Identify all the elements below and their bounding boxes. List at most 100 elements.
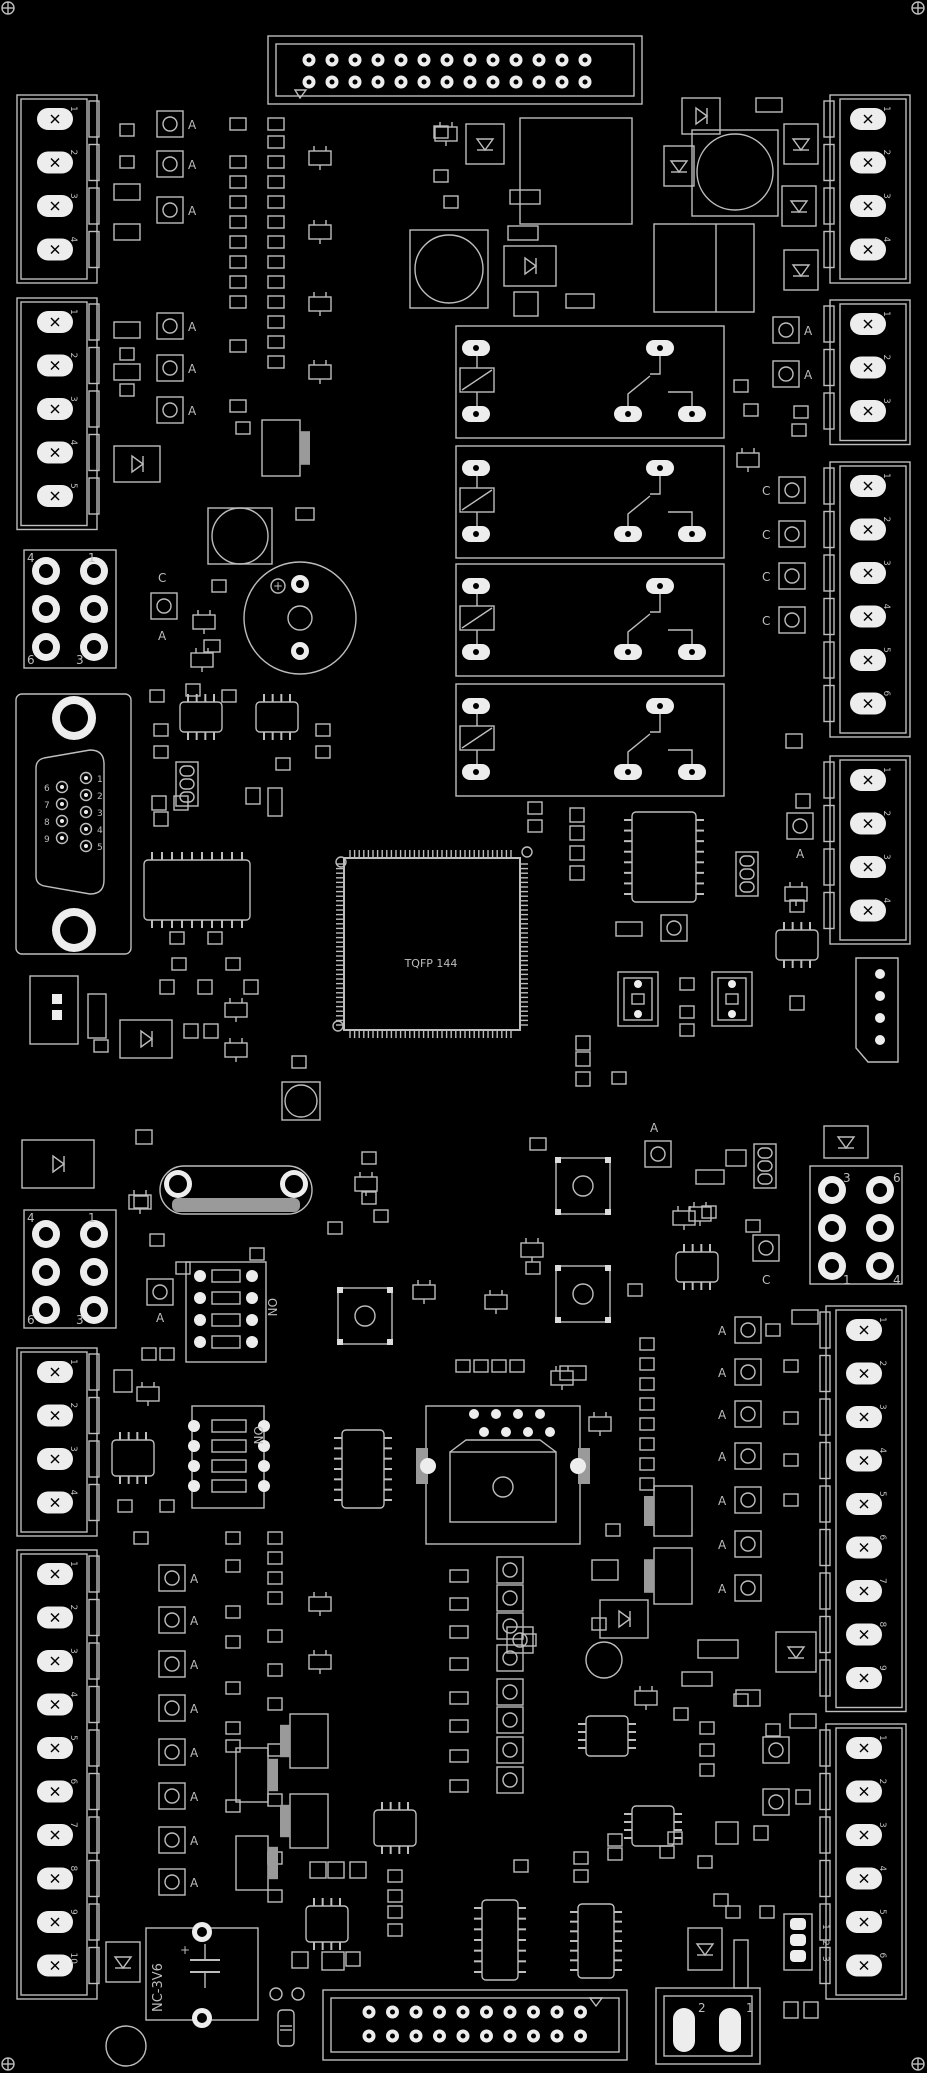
sot-body [308, 150, 332, 166]
terminal-screw-mark [50, 201, 60, 211]
terminal-tab [819, 1485, 831, 1523]
tactile-button-2 [555, 1265, 611, 1323]
terminal-screw-mark [50, 1454, 60, 1464]
led-cathode-mark: C [762, 528, 770, 542]
led: A [772, 316, 813, 344]
jumper-outline [175, 761, 199, 807]
smd-passive [449, 1691, 469, 1705]
led: C [762, 562, 806, 590]
header-mark: 1 [88, 551, 96, 565]
smd-passive [211, 579, 227, 593]
led [146, 1278, 174, 1306]
terminal-tab [88, 230, 100, 269]
db9-pin [79, 771, 93, 785]
ribbon-pin-hole [513, 79, 519, 85]
buzzer: + [243, 561, 357, 675]
relay-coil-line [461, 369, 493, 391]
terminal-screw-mark [859, 1586, 869, 1596]
terminal-tab [823, 230, 835, 269]
soic-8-b [255, 694, 299, 740]
db9-pin-number: 9 [44, 835, 50, 845]
terminal-screw-mark [863, 114, 873, 124]
smd-passive [701, 1205, 717, 1219]
relay-outline [455, 563, 725, 677]
ic-body [373, 1809, 417, 1847]
led: A [158, 1650, 199, 1678]
sot23-transistor [308, 1592, 332, 1616]
terminal-inner [839, 303, 907, 442]
terminal-screw-mark [863, 158, 873, 167]
fiducial-bottom-right [911, 2057, 925, 2071]
relay-pad-hole [473, 769, 479, 775]
smd-passive [267, 255, 285, 269]
dip-toggle [211, 1291, 241, 1305]
sot23-transistor [688, 1202, 712, 1226]
sot23-transistor [736, 448, 760, 472]
dip-toggle [211, 1439, 247, 1453]
ribbon-pin-hole [398, 57, 404, 63]
smd-passive [733, 1693, 749, 1707]
led: A [718, 1316, 762, 1344]
terminal-screw-mark [859, 1961, 869, 1970]
jumper-pad [179, 765, 195, 777]
led-lens [164, 1570, 180, 1586]
terminal-tab [819, 1528, 831, 1567]
db9-pin [79, 788, 93, 802]
smd-passive [291, 1055, 307, 1069]
sot-body [308, 364, 332, 380]
smd-passive [679, 1005, 695, 1019]
sot23-transistor [308, 1650, 332, 1674]
header-hole [87, 640, 101, 654]
smd-passive [119, 383, 135, 397]
smd-passive [725, 1149, 747, 1167]
diode-symbol [618, 1609, 632, 1629]
led-outline [150, 592, 178, 620]
terminal-pin-number: 5 [68, 483, 78, 489]
smd-passive [591, 1617, 607, 1631]
smd-passive [267, 1793, 283, 1807]
relay-outline [455, 325, 725, 439]
smd-passive [225, 1681, 241, 1695]
sot-body [672, 1210, 696, 1226]
smd-passive [529, 1137, 547, 1151]
smd-passive [607, 1833, 623, 1847]
smd-passive [667, 1831, 683, 1845]
power-pin-label: 2 [698, 2001, 706, 2015]
smd-passive [521, 1633, 537, 1647]
smd-passive [169, 931, 185, 945]
header-hole [873, 1259, 887, 1273]
led-lens [502, 1684, 518, 1700]
smd-passive [745, 1219, 761, 1233]
ic-body [631, 811, 697, 903]
smd-passive [267, 295, 285, 309]
smd-passive [321, 1951, 345, 1971]
led [496, 1644, 524, 1672]
smd-passive [113, 183, 141, 201]
sot23-transistor [484, 1290, 508, 1314]
ribbon-pin-hole [375, 57, 381, 63]
smd-passive [141, 1347, 157, 1361]
ribbon-pin-hole [559, 79, 565, 85]
sot-body [192, 614, 216, 630]
terminal-pin-number: 7 [68, 1822, 78, 1828]
db9-pin-dot [84, 793, 88, 797]
smd-passive [295, 507, 315, 521]
terminal-tab [819, 1816, 831, 1854]
smd-passive [753, 1825, 769, 1841]
ribbon-pin-hole [352, 79, 358, 85]
terminal-screw-mark [863, 862, 873, 872]
led: A [718, 1486, 762, 1514]
rj-pin [513, 1409, 523, 1419]
led-lens [162, 402, 178, 418]
smd-passive [315, 723, 331, 737]
rj-module [416, 1405, 590, 1545]
relay-contact [627, 495, 651, 526]
led-lens [784, 612, 800, 628]
small-header-mark: 1 [820, 1924, 830, 1930]
sot23-transistor [588, 1412, 612, 1436]
terminal-screw-mark [863, 699, 873, 708]
sot-body [520, 1242, 544, 1258]
edge-pin [875, 969, 885, 979]
diode [781, 185, 817, 227]
